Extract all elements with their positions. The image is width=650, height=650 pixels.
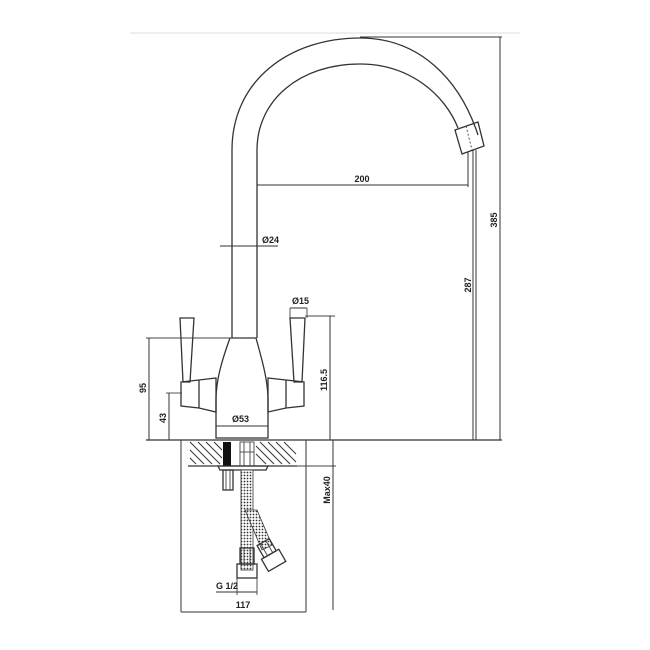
countertop-section (188, 441, 297, 471)
dim-max40-label: Max40 (322, 476, 332, 504)
dimension-116-5: 116.5 (305, 315, 335, 440)
hose-nut-1 (236, 563, 258, 579)
dimension-reach: 200 (257, 152, 469, 187)
hose-fitting-2 (256, 537, 287, 573)
mounting-stud (222, 469, 234, 491)
spout (231, 37, 485, 338)
dimension-inlet-thread: G 1/2 (216, 578, 258, 595)
dim-phi24-label: Ø24 (262, 235, 279, 245)
dim-117-label: 117 (236, 600, 251, 610)
dimension-spout-diameter: Ø24 (220, 235, 279, 247)
spout-aerator (454, 121, 485, 155)
dimension-overall-height: 385 (360, 36, 502, 440)
dimension-max40: Max40 (297, 440, 336, 610)
dim-43-label: 43 (158, 413, 168, 423)
dim-287-label: 287 (463, 277, 473, 292)
dimension-95: 95 (138, 337, 232, 440)
dim-200-label: 200 (354, 174, 369, 184)
dim-phi15-label: Ø15 (292, 296, 309, 306)
dim-116-5-label: 116.5 (319, 369, 329, 391)
dim-g12-label: G 1/2 (216, 581, 238, 591)
dim-phi53-label: Ø53 (232, 414, 249, 424)
dimension-base-diameter: Ø53 (216, 414, 268, 427)
dim-385-label: 385 (489, 212, 499, 227)
right-handle-lever (289, 317, 306, 383)
supply-hoses (236, 469, 287, 579)
dimension-outlet-height: 287 (463, 150, 477, 440)
dimension-handle-diameter: Ø15 (289, 296, 309, 318)
left-handle-lever (179, 317, 195, 383)
tap-body (179, 317, 306, 439)
spout-inner-edge (256, 63, 459, 338)
dimension-117: 117 (181, 600, 306, 613)
dim-95-label: 95 (138, 383, 148, 393)
spout-outer-edge (231, 37, 479, 338)
hose-angled (244, 509, 273, 551)
dimension-43: 43 (158, 392, 182, 440)
aerator-center (465, 125, 473, 151)
